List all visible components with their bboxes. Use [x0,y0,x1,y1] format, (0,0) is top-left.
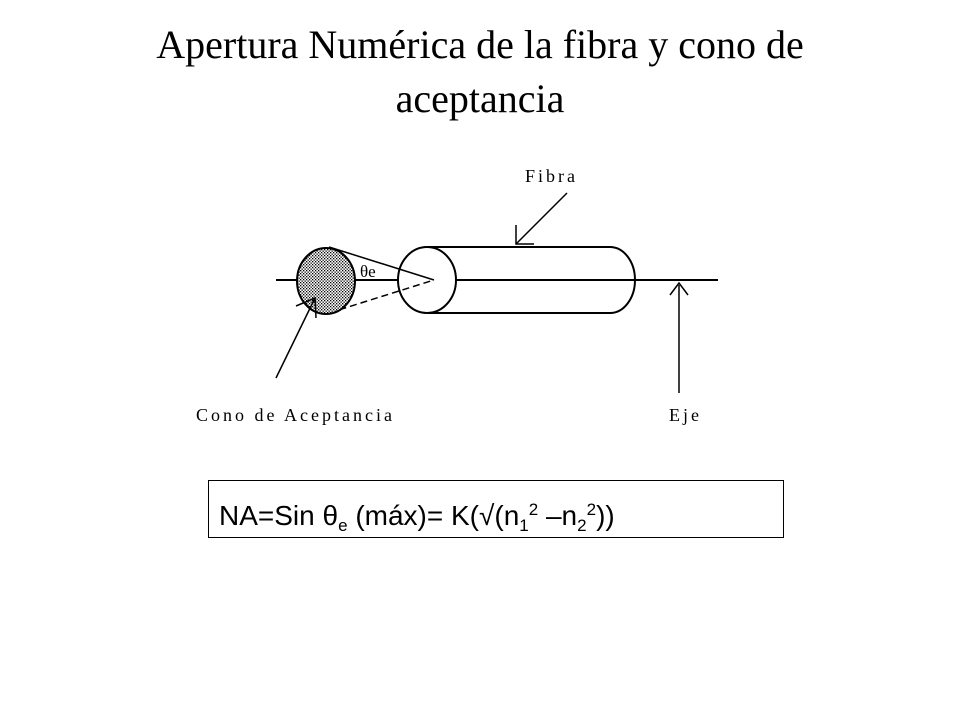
formula-middle: (máx)= K(√(n [347,500,520,531]
formula-suffix: )) [596,500,615,531]
cone-upper-edge [328,246,435,281]
numerical-aperture-formula: NA=Sin θe (máx)= K(√(n12 –n22)) [208,480,784,538]
theta-e-label: θe [360,262,376,281]
cono-arrow-shaft [275,297,316,379]
cono-arrow-head [295,296,317,319]
fibra-label: Fibra [525,166,578,186]
formula-n1-sup: 2 [528,500,539,519]
acceptance-cone-circle [296,247,356,315]
title-line-1: Apertura Numérica de la fibra y cono de [156,22,804,67]
formula-n2-sub: 2 [577,516,587,535]
fibra-arrow-shaft [515,192,568,245]
fibra-arrow-head [515,225,534,245]
cono-label: Cono de Aceptancia [196,405,395,425]
title-line-2: aceptancia [395,76,565,121]
fiber-end-face [397,246,457,314]
formula-dash: –n [538,500,578,531]
fiber-cylinder [428,246,636,314]
eje-arrow-head [669,281,689,296]
formula-n2-sup: 2 [586,500,597,519]
page-title: Apertura Numérica de la fibra y cono de … [80,18,880,126]
eje-label: Eje [669,405,702,425]
formula-theta: θ [322,500,339,531]
formula-prefix: NA=Sin [219,500,323,531]
formula-theta-sub: e [338,516,348,535]
formula-n1-sub: 1 [519,516,529,535]
cone-lower-edge [328,279,435,314]
